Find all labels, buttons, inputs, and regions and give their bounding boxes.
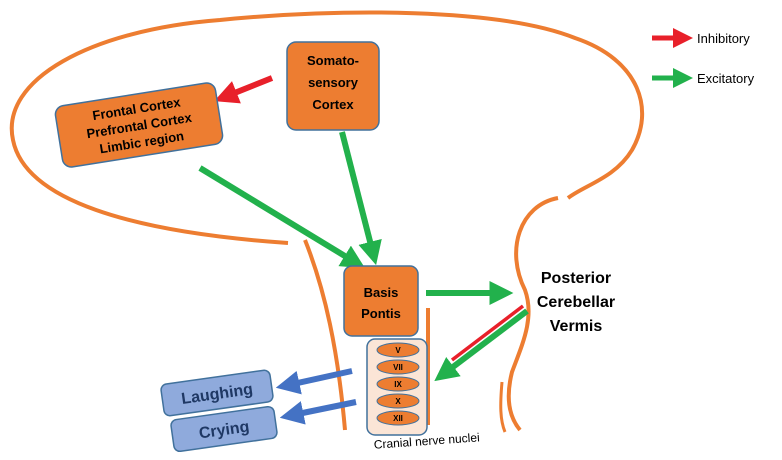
cerebellum-outline bbox=[506, 196, 559, 432]
arrow-frontal-to-basis bbox=[198, 165, 366, 269]
arrow-somato-to-frontal bbox=[214, 75, 274, 104]
arrow-nuclei-to-crying bbox=[279, 399, 357, 425]
nucleus-xii bbox=[376, 410, 420, 426]
nucleus-x-label: X bbox=[395, 397, 401, 406]
cerebellum-bottom-line bbox=[499, 381, 507, 433]
basis-pontis-box bbox=[343, 265, 419, 337]
nucleus-ix bbox=[376, 376, 420, 392]
nucleus-vii bbox=[376, 359, 420, 375]
arrow-nuclei-to-laughing bbox=[275, 368, 353, 395]
somato-line-3: Cortex bbox=[312, 97, 354, 112]
somato-line-2: sensory bbox=[308, 75, 359, 90]
crying-label: Crying bbox=[198, 419, 251, 443]
arrow-somato-to-basis bbox=[339, 131, 382, 266]
frontal-cortex-box bbox=[54, 82, 224, 168]
brainstem-left-line bbox=[303, 239, 347, 431]
cerebellar-line-2: Cerebellar bbox=[537, 294, 615, 311]
arrow-cerebellar-to-nuclei-red bbox=[450, 304, 525, 362]
nucleus-v bbox=[376, 342, 420, 358]
nucleus-ix-label: IX bbox=[394, 380, 402, 389]
arrow-cerebellar-to-nuclei-green bbox=[434, 308, 529, 382]
cerebrum-outline bbox=[9, 10, 645, 245]
nucleus-x bbox=[376, 393, 420, 409]
cerebellar-line-1: Posterior bbox=[541, 270, 611, 287]
nucleus-vii-label: VII bbox=[393, 363, 403, 372]
legend-inhibitory-label: Inhibitory bbox=[697, 31, 750, 46]
legend-excitatory-label: Excitatory bbox=[697, 71, 755, 86]
crying-box bbox=[170, 405, 278, 453]
somato-sensory-box bbox=[286, 41, 380, 131]
laughing-box bbox=[160, 369, 274, 417]
nucleus-xii-label: XII bbox=[393, 414, 403, 423]
basis-line-1: Basis bbox=[364, 285, 399, 300]
cerebellar-line-3: Vermis bbox=[550, 318, 603, 335]
somato-line-1: Somato- bbox=[307, 53, 359, 68]
nucleus-v-label: V bbox=[395, 346, 401, 355]
basis-line-2: Pontis bbox=[361, 306, 401, 321]
